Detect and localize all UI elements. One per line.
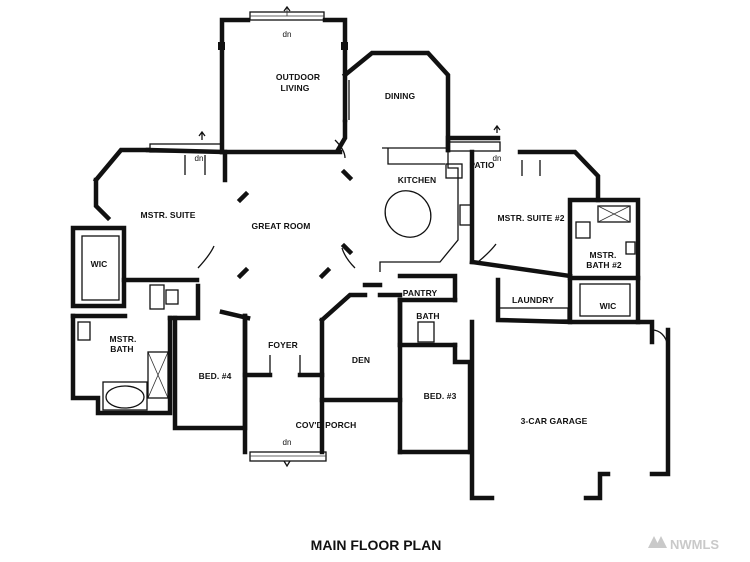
- room-label-covd-porch: COV'D PORCH: [296, 420, 357, 430]
- walls: [70, 5, 671, 501]
- room-label-master-suite: MSTR. SUITE: [141, 210, 196, 220]
- stair-note-left: dn: [195, 154, 204, 163]
- room-label-outdoor-living-2: LIVING: [281, 83, 310, 93]
- room-label-master-suite-2: MSTR. SUITE #2: [497, 213, 564, 223]
- room-label-den: DEN: [352, 355, 370, 365]
- stair-note-bottom: dn: [283, 438, 292, 447]
- room-label-outdoor-living-1: OUTDOOR: [276, 72, 320, 82]
- room-label-bed-4: BED. #4: [199, 371, 232, 381]
- room-label-garage: 3-CAR GARAGE: [521, 416, 588, 426]
- room-label-foyer: FOYER: [268, 340, 298, 350]
- room-label-dining: DINING: [385, 91, 416, 101]
- stair-note-right: dn: [493, 154, 502, 163]
- room-label-bed-3: BED. #3: [424, 391, 457, 401]
- room-label-master-bath-2-1: MSTR.: [590, 250, 617, 260]
- plan-title: MAIN FLOOR PLAN: [311, 537, 442, 553]
- room-label-master-bath-1: MSTR.: [110, 334, 137, 344]
- mountain-icon: [648, 536, 667, 548]
- watermark-logo: NWMLS: [648, 536, 719, 552]
- room-label-kitchen: KITCHEN: [398, 175, 436, 185]
- room-label-master-bath-2: BATH: [110, 344, 133, 354]
- room-label-bath: BATH: [416, 311, 439, 321]
- room-label-laundry: LAUNDRY: [512, 295, 554, 305]
- room-label-great-room: GREAT ROOM: [252, 221, 311, 231]
- room-label-wic-left: WIC: [91, 259, 108, 269]
- watermark-text: NWMLS: [670, 537, 719, 552]
- stair-note-top: dn: [283, 30, 292, 39]
- room-label-wic-right: WIC: [600, 301, 617, 311]
- room-label-pantry: PANTRY: [403, 288, 438, 298]
- room-label-patio: PATIO: [469, 160, 494, 170]
- room-label-master-bath-2-2: BATH #2: [586, 260, 622, 270]
